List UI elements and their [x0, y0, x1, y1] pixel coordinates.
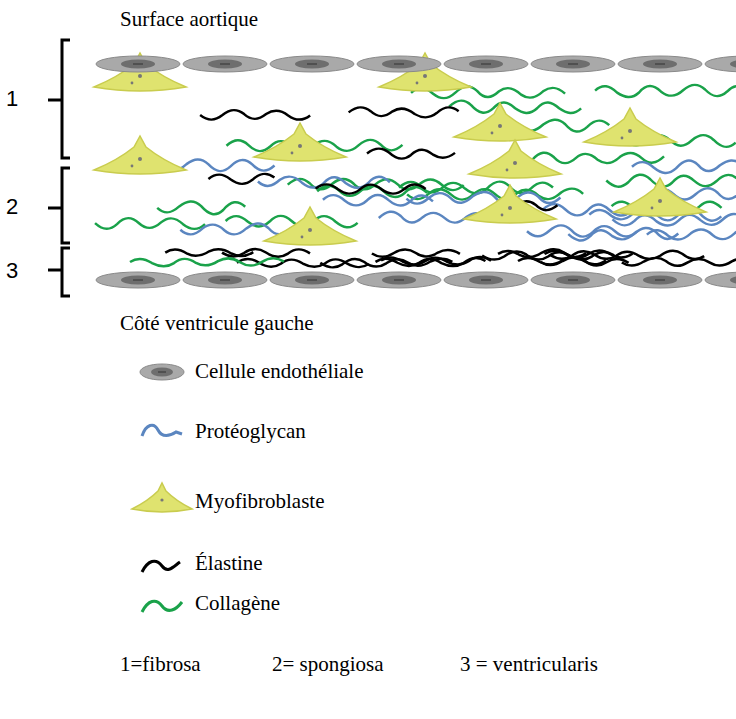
surface-label: Surface aortique	[120, 8, 258, 31]
endothelial-cell	[357, 56, 441, 72]
collagen-fiber	[157, 202, 245, 215]
collagen-fiber	[595, 85, 736, 97]
endothelial-cell	[183, 272, 267, 288]
elastin-fiber	[372, 249, 460, 257]
elastin-sample	[142, 561, 180, 572]
callout-number: 2	[6, 195, 18, 219]
proteoglycan-fiber	[632, 160, 736, 173]
callout-number: 3	[6, 259, 18, 283]
endothelial-cell	[444, 272, 528, 288]
myofibroblast	[94, 53, 186, 91]
elastin-fiber	[622, 258, 736, 266]
endothelial-cell	[444, 56, 528, 72]
collagen-fiber	[606, 175, 736, 187]
myofibroblast-sample	[132, 483, 192, 512]
proteoglycan-fiber	[568, 228, 678, 241]
collagen-sample	[142, 601, 182, 612]
side-label: Côté ventricule gauche	[120, 312, 314, 335]
endothelial-cell	[531, 272, 615, 288]
elastin-fiber	[316, 184, 426, 193]
valve-layers	[94, 53, 736, 288]
collagen-fiber	[521, 120, 609, 132]
layer-key: 3 = ventricularis	[460, 653, 598, 676]
myofibroblast	[584, 108, 676, 146]
collagen-fiber	[449, 101, 581, 113]
endothelial-sample	[140, 364, 184, 380]
layer-key: 2= spongiosa	[272, 653, 384, 676]
elastin-fiber	[208, 174, 274, 184]
elastin-fiber	[165, 249, 253, 256]
elastin-fiber	[541, 257, 629, 265]
endothelial-cell	[270, 56, 354, 72]
callout-number: 1	[6, 87, 18, 111]
endothelial-cell	[96, 272, 180, 288]
legend-samples	[132, 364, 192, 612]
myofibroblast	[614, 178, 706, 216]
endothelial-cell	[705, 272, 736, 288]
myofibroblast	[254, 123, 346, 161]
myofibroblast	[94, 136, 186, 174]
legend-text: Élastine	[195, 552, 263, 575]
layer-brackets	[48, 40, 70, 296]
proteoglycan-sample	[142, 425, 182, 436]
collagen-fiber	[226, 216, 358, 227]
elastin-fiber	[349, 107, 459, 117]
endothelial-cell	[96, 56, 180, 72]
myofibroblast	[464, 185, 556, 223]
myofibroblast	[469, 140, 561, 178]
endothelial-cell	[183, 56, 267, 72]
endothelial-cell	[705, 56, 736, 72]
legend-text: Myofibroblaste	[195, 490, 324, 513]
endothelial-cell	[270, 272, 354, 288]
endothelial-cell	[618, 272, 702, 288]
endothelial-cell	[618, 56, 702, 72]
endothelial-cell	[531, 56, 615, 72]
collagen-fiber	[130, 258, 284, 266]
elastin-fiber	[367, 148, 455, 158]
myofibroblast	[264, 207, 356, 245]
proteoglycan-fiber	[323, 195, 433, 206]
legend-text: Cellule endothéliale	[195, 360, 364, 383]
elastin-fiber	[482, 251, 614, 260]
proteoglycan-fiber	[527, 225, 637, 236]
legend-text: Protéoglycan	[195, 420, 306, 443]
collagen-fiber	[95, 218, 205, 229]
myofibroblast	[454, 103, 546, 141]
layer-key: 1=fibrosa	[120, 653, 201, 676]
legend-text: Collagène	[195, 592, 280, 615]
elastin-fiber	[200, 110, 310, 120]
elastin-fiber	[237, 259, 369, 267]
proteoglycan-fiber	[258, 176, 390, 187]
endothelial-cell	[357, 272, 441, 288]
